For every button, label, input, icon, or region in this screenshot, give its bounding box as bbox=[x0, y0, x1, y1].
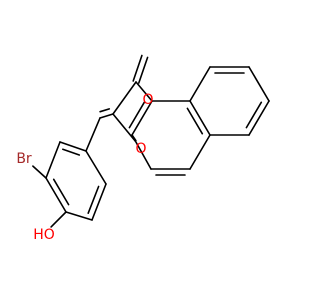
bromo-bond bbox=[32, 165, 47, 179]
bond bbox=[248, 100, 270, 136]
hydroxyl-bond bbox=[50, 211, 67, 228]
bond-double bbox=[99, 108, 111, 113]
bond-double bbox=[52, 178, 70, 206]
ring-oxygen-label: O bbox=[135, 141, 146, 157]
bond bbox=[99, 113, 114, 119]
carbonyl-bond bbox=[132, 54, 143, 82]
bond bbox=[59, 141, 87, 152]
bond bbox=[189, 66, 211, 102]
bond bbox=[131, 100, 153, 136]
bond bbox=[91, 183, 107, 221]
bond bbox=[248, 66, 270, 102]
hydroxyl-label: HO bbox=[33, 227, 55, 243]
bond bbox=[85, 150, 107, 185]
bromine-label: Br bbox=[16, 151, 32, 167]
bond-double bbox=[245, 101, 263, 129]
bond bbox=[112, 113, 137, 142]
carbonyl-oxygen-label: O bbox=[142, 92, 153, 108]
bond bbox=[65, 211, 93, 221]
bond-double bbox=[61, 148, 81, 156]
bond-double bbox=[87, 185, 100, 214]
carbonyl-bond bbox=[138, 56, 149, 84]
bond bbox=[131, 134, 137, 142]
bond-double bbox=[186, 107, 204, 135]
bond bbox=[189, 134, 211, 170]
bond bbox=[189, 100, 211, 136]
bond bbox=[45, 177, 67, 213]
bond bbox=[112, 81, 137, 115]
bond-double bbox=[128, 101, 146, 129]
bond bbox=[45, 141, 61, 179]
bond bbox=[135, 81, 153, 102]
bond bbox=[85, 117, 101, 152]
